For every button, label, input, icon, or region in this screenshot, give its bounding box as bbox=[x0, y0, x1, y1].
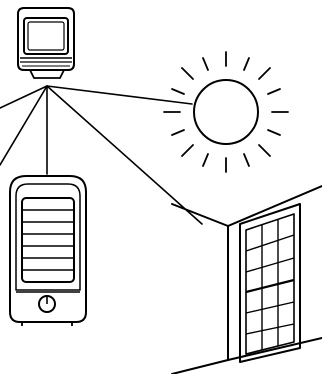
window-icon bbox=[240, 204, 300, 362]
connector-to-room bbox=[47, 86, 202, 224]
connector-to-sun bbox=[47, 86, 192, 104]
sun-icon bbox=[164, 52, 288, 172]
space-heater-icon bbox=[10, 176, 86, 326]
wall-mounted-sensor-icon bbox=[18, 8, 74, 78]
